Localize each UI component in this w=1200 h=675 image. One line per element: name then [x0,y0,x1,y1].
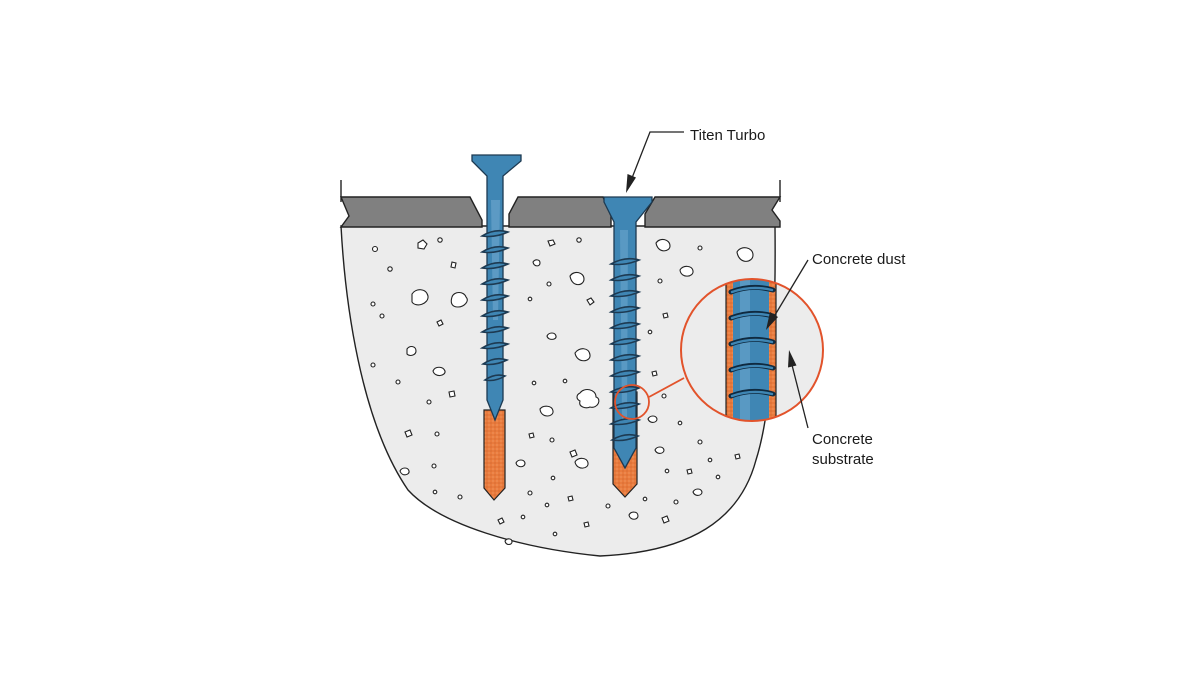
leader-titen-turbo [626,131,684,193]
detail-callout-connector [648,377,685,398]
label-concrete-substrate-line2: substrate [812,451,874,468]
label-titen-turbo: Titen Turbo [690,127,766,144]
left-hole-dust [483,409,506,501]
label-concrete-substrate-line1: Concrete [812,431,873,448]
slab-left [339,196,483,228]
detail-callout-circle [614,384,650,420]
label-concrete-dust: Concrete dust [812,251,906,268]
slab-middle [508,196,612,228]
magnified-detail [680,278,824,422]
slab-right [644,196,782,228]
left-screw [471,154,522,422]
aggregate-pebbles [370,237,754,546]
leader-concrete-dust [766,259,809,330]
label-concrete-substrate: Concrete substrate [812,430,874,470]
right-screw [603,196,653,470]
leader-concrete-substrate [788,350,809,429]
